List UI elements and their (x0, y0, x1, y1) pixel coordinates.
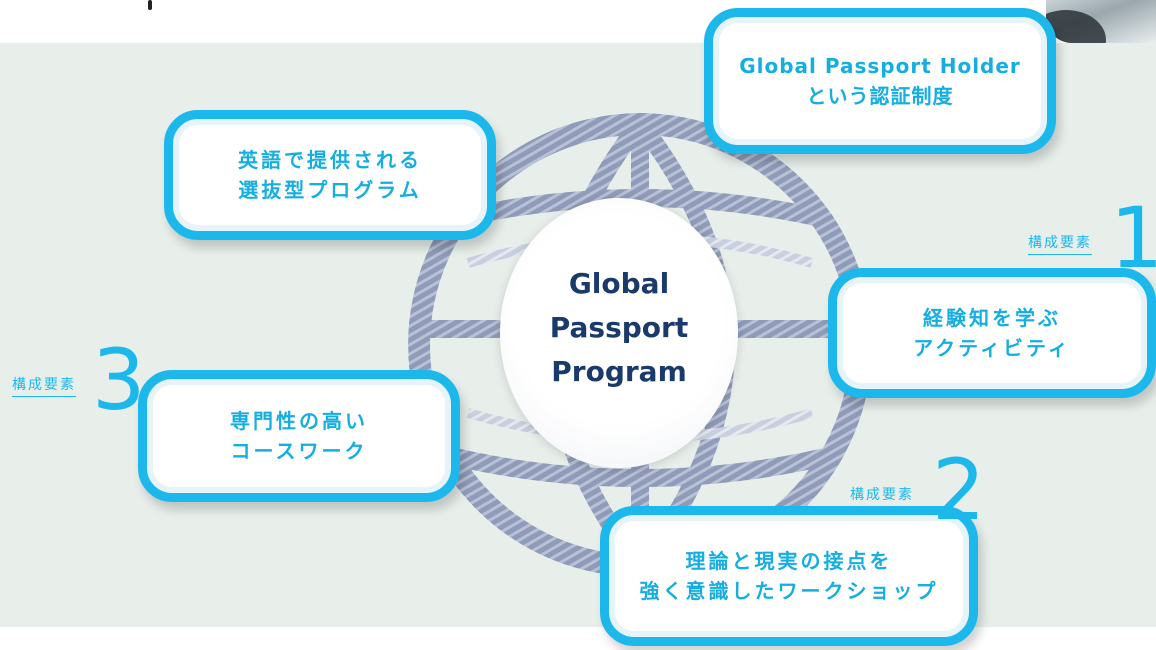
card-workshop: 理論と現実の接点を 強く意識したワークショップ (600, 506, 978, 646)
center-circle (500, 198, 738, 468)
card-holder-text: Global Passport Holder という認証制度 (739, 54, 1021, 108)
card-workshop-text: 理論と現実の接点を 強く意識したワークショップ (639, 549, 939, 603)
card-coursework-text: 専門性の高い コースワーク (230, 409, 368, 463)
component-label-1: 構成要素 (1028, 232, 1092, 255)
component-label-3: 構成要素 (12, 374, 76, 397)
center-title: Global Passport Program (549, 267, 689, 388)
photo-corner-image (1046, 0, 1156, 43)
component-number-1: 1 (1110, 189, 1156, 287)
card-experience-activity: 経験知を学ぶ アクティビティ (828, 268, 1156, 398)
component-label-2: 構成要素 (850, 484, 914, 507)
header-fragment (148, 0, 152, 10)
component-number-2: 2 (932, 441, 986, 539)
card-english-text: 英語で提供される 選抜型プログラム (238, 148, 422, 202)
card-english-program: 英語で提供される 選抜型プログラム (164, 110, 496, 240)
card-coursework: 専門性の高い コースワーク (138, 370, 460, 502)
card-experience-text: 経験知を学ぶ アクティビティ (913, 306, 1071, 360)
component-number-3: 3 (92, 331, 146, 429)
card-holder-certification: Global Passport Holder という認証制度 (704, 8, 1056, 154)
